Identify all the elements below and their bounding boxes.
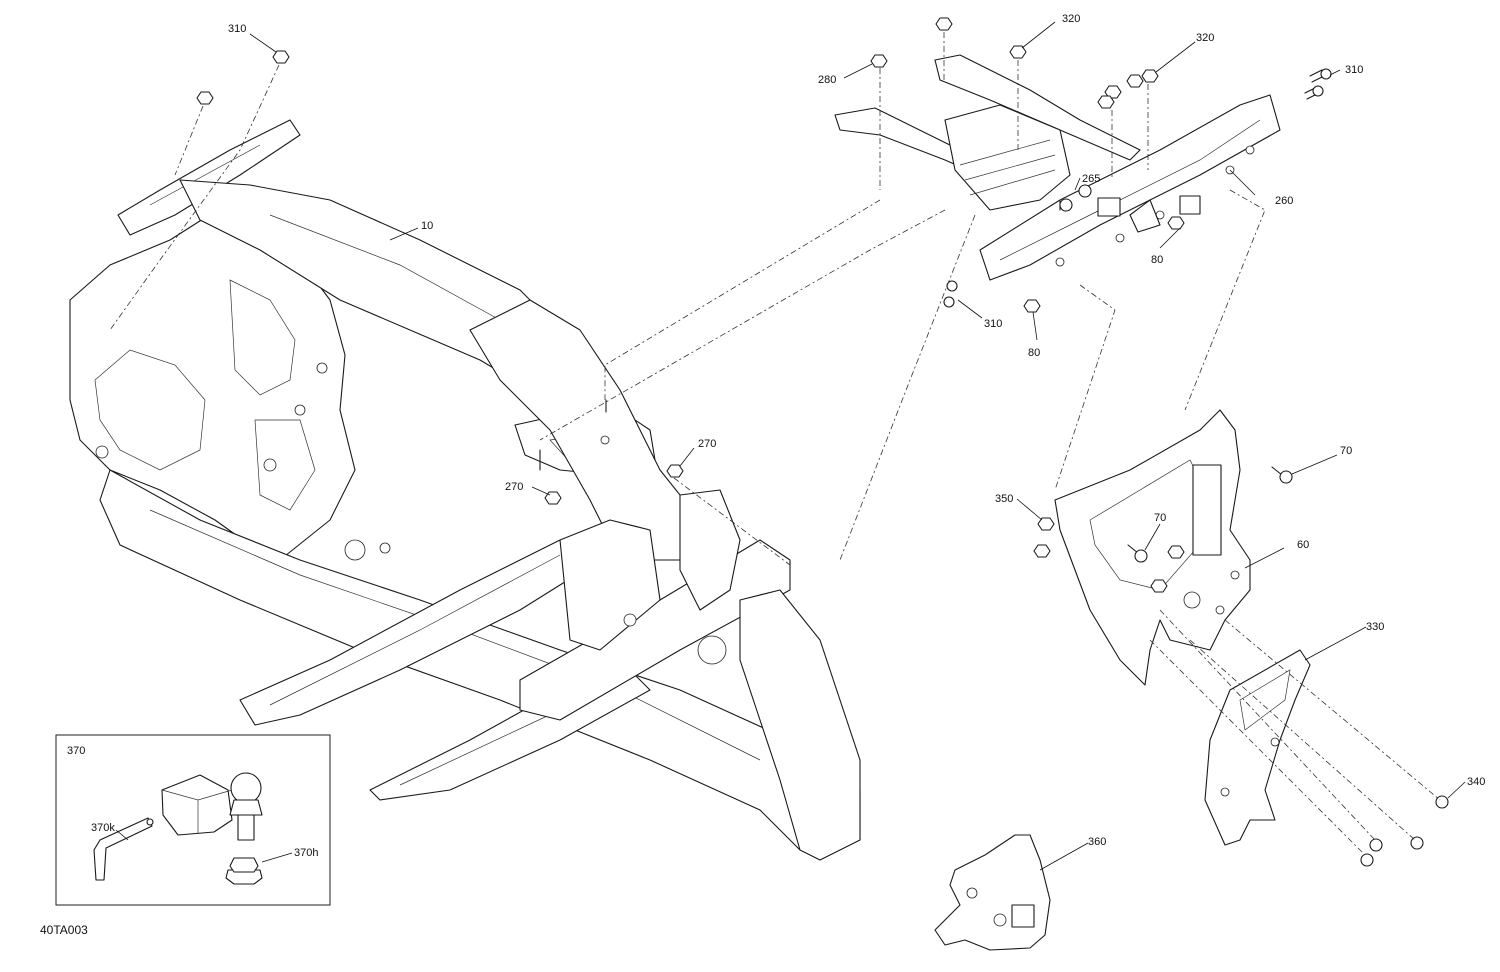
rear-subframe bbox=[834, 54, 1281, 281]
callout-70-a: 70 bbox=[1340, 445, 1352, 457]
callout-270-b: 270 bbox=[505, 481, 523, 493]
callout-265: 265 bbox=[1082, 173, 1100, 185]
nut-320-d bbox=[1126, 74, 1144, 88]
nut-60-a bbox=[1167, 545, 1185, 559]
flange-nut bbox=[225, 869, 263, 885]
ball-mount bbox=[161, 774, 233, 836]
nut-270-a bbox=[666, 464, 684, 478]
callout-310-c: 310 bbox=[984, 318, 1002, 330]
nut-top-left bbox=[196, 91, 214, 105]
figure-id: 40TA003 bbox=[40, 923, 88, 937]
leader-lines bbox=[249, 21, 1466, 871]
callout-340: 340 bbox=[1467, 776, 1485, 788]
nut-320-e bbox=[1104, 85, 1122, 99]
callout-310-b: 310 bbox=[1345, 64, 1363, 76]
nut-80-a bbox=[1167, 216, 1185, 230]
nut-320-a bbox=[935, 17, 953, 31]
callout-labels: 10 60 70 70 80 80 260 265 270 270 280 31… bbox=[40, 13, 1485, 937]
inset-frame bbox=[55, 734, 331, 906]
inset-hitch-kit bbox=[55, 734, 331, 906]
callout-80-a: 80 bbox=[1151, 254, 1163, 266]
callout-360: 360 bbox=[1088, 836, 1106, 848]
callout-260: 260 bbox=[1275, 195, 1293, 207]
callout-70-b: 70 bbox=[1154, 512, 1166, 524]
fasteners bbox=[196, 17, 1449, 867]
nut-350-a bbox=[1037, 517, 1055, 531]
receiver-360 bbox=[934, 834, 1051, 951]
nut-320-b bbox=[1009, 45, 1027, 59]
callout-370: 370 bbox=[67, 745, 85, 757]
callout-280: 280 bbox=[818, 74, 836, 86]
nut-310-top bbox=[272, 50, 290, 64]
nut-60-b bbox=[1150, 579, 1168, 593]
main-frame bbox=[69, 119, 861, 861]
callout-370h: 370h bbox=[294, 847, 318, 859]
nut-80-b bbox=[1023, 299, 1041, 313]
callout-60: 60 bbox=[1297, 539, 1309, 551]
nut-320-c bbox=[1141, 69, 1159, 83]
callout-320-b: 320 bbox=[1196, 32, 1214, 44]
nut-270-b bbox=[544, 491, 562, 505]
hitch-bracket-60 bbox=[1054, 409, 1251, 686]
nut-350-b bbox=[1033, 544, 1051, 558]
callout-330: 330 bbox=[1366, 621, 1384, 633]
callout-350: 350 bbox=[995, 493, 1013, 505]
callout-80-b: 80 bbox=[1028, 347, 1040, 359]
assembly-lines bbox=[109, 32, 1441, 856]
callout-270-a: 270 bbox=[698, 438, 716, 450]
plate-330 bbox=[1204, 649, 1311, 846]
nut-320-f bbox=[1097, 95, 1115, 109]
callout-10: 10 bbox=[421, 220, 433, 232]
hitch-ball bbox=[230, 772, 262, 804]
callout-320-a: 320 bbox=[1062, 13, 1080, 25]
callout-370k: 370k bbox=[91, 822, 115, 834]
callout-310-a: 310 bbox=[228, 23, 246, 35]
nut-280 bbox=[870, 54, 888, 68]
